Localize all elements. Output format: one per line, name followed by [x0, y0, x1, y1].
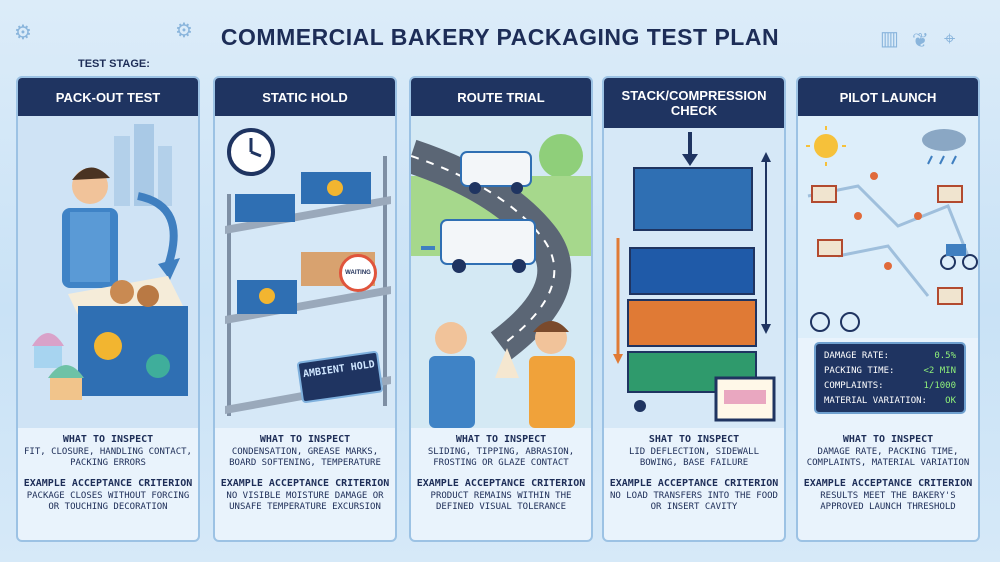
stacked-crates-illustration [604, 128, 784, 428]
criterion-heading: EXAMPLE ACCEPTANCE CRITERION [23, 478, 193, 489]
inspect-text: DAMAGE RATE, PACKING TIME, COMPLAINTS, M… [806, 447, 970, 468]
criterion-text: NO VISIBLE MOISTURE DAMAGE OR UNSAFE TEM… [226, 491, 384, 512]
metric-value: 1/1000 [923, 381, 956, 391]
wheat-icon: ❦ [912, 30, 929, 52]
panel-route-trial: ROUTE TRIAL WHAT TO INSPECT SLIDING, TIP… [409, 76, 593, 542]
inspect-heading: WHAT TO INSPECT [455, 434, 547, 445]
metric-value: OK [945, 396, 956, 406]
inspect-heading: SHAT TO INSPECT [648, 434, 740, 445]
criterion-text: RESULTS MEET THE BAKERY'S APPROVED LAUNC… [820, 491, 956, 512]
inspect-text: CONDENSATION, GREASE MARKS, BOARD SOFTEN… [229, 447, 381, 468]
metric-label: DAMAGE RATE: [824, 351, 890, 361]
inspect-text: LID DEFLECTION, SIDEWALL BOWING, BASE FA… [628, 447, 760, 468]
baker-packing-illustration [18, 116, 198, 428]
inspect-section: SHAT TO INSPECT LID DEFLECTION, SIDEWALL… [608, 434, 780, 513]
metric-material-variation: MATERIAL VARIATION: OK [824, 394, 956, 409]
inspect-section: WHAT TO INSPECT SLIDING, TIPPING, ABRASI… [415, 434, 587, 513]
inspect-section: WHAT TO INSPECT FIT, CLOSURE, HANDLING C… [22, 434, 194, 513]
metric-value: 0.5% [934, 351, 956, 361]
criterion-text: PACKAGE CLOSES WITHOUT FORCING OR TOUCHI… [26, 491, 190, 512]
criterion-heading: EXAMPLE ACCEPTANCE CRITERION [416, 478, 586, 489]
panel-static-hold: STATIC HOLD WAITING AMBIENT HOLD WHAT TO… [213, 76, 397, 542]
inspect-section: WHAT TO INSPECT CONDENSATION, GREASE MAR… [219, 434, 391, 513]
panel-title: PILOT LAUNCH [798, 78, 978, 116]
panel-pack-out-test: PACK-OUT TEST WHAT TO INSPECT FIT [16, 76, 200, 542]
metric-complaints: COMPLAINTS: 1/1000 [824, 379, 956, 394]
inspect-text: FIT, CLOSURE, HANDLING CONTACT, PACKING … [24, 447, 192, 468]
panel-pilot-launch: PILOT LAUNCH DAMAGE RATE: [796, 76, 980, 542]
panel-title: ROUTE TRIAL [411, 78, 591, 116]
metrics-panel: DAMAGE RATE: 0.5% PACKING TIME: <2 MIN C… [814, 342, 966, 414]
metric-packing-time: PACKING TIME: <2 MIN [824, 364, 956, 379]
metric-damage-rate: DAMAGE RATE: 0.5% [824, 349, 956, 364]
criterion-heading: EXAMPLE ACCEPTANCE CRITERION [609, 478, 779, 489]
metric-label: MATERIAL VARIATION: [824, 396, 927, 406]
criterion-text: NO LOAD TRANSFERS INTO THE FOOD OR INSER… [610, 491, 778, 512]
metric-label: COMPLAINTS: [824, 381, 884, 391]
inspect-text: SLIDING, TIPPING, ABRASION, FROSTING OR … [427, 447, 575, 468]
inspect-heading: WHAT TO INSPECT [62, 434, 154, 445]
metric-label: PACKING TIME: [824, 366, 895, 376]
gear-icon: ⚙ [14, 22, 32, 44]
inspect-heading: WHAT TO INSPECT [259, 434, 351, 445]
timer-icon: WAITING [339, 254, 377, 292]
panel-title: STACK/COMPRESSION CHECK [604, 78, 784, 128]
inspect-section: WHAT TO INSPECT DAMAGE RATE, PACKING TIM… [802, 434, 974, 513]
chart-icon: ▥ [880, 28, 899, 50]
delivery-map-illustration [798, 116, 978, 338]
gear-icon: ⚙ [175, 20, 193, 42]
metric-value: <2 MIN [923, 366, 956, 376]
panel-title: PACK-OUT TEST [18, 78, 198, 116]
delivery-route-illustration [411, 116, 591, 428]
panel-title: STATIC HOLD [215, 78, 395, 116]
test-stage-label: TEST STAGE: [78, 58, 150, 70]
page-title: COMMERCIAL BAKERY PACKAGING TEST PLAN [220, 24, 780, 50]
criterion-heading: EXAMPLE ACCEPTANCE CRITERION [220, 478, 390, 489]
panel-stack-compression-check: STACK/COMPRESSION CHECK SHAT TO INSPECT … [602, 76, 786, 542]
location-pin-icon: ⌖ [944, 28, 956, 50]
criterion-heading: EXAMPLE ACCEPTANCE CRITERION [803, 478, 973, 489]
criterion-text: PRODUCT REMAINS WITHIN THE DEFINED VISUA… [430, 491, 572, 512]
inspect-heading: WHAT TO INSPECT [842, 434, 934, 445]
